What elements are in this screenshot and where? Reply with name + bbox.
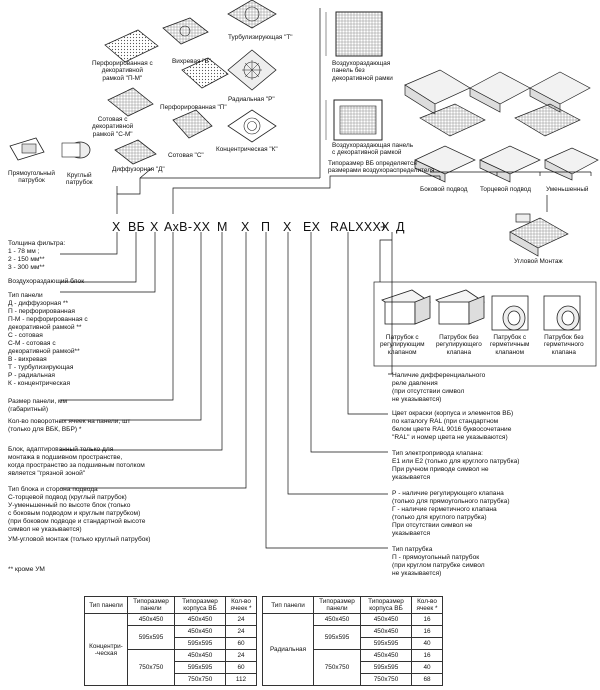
panel-perforated-frame-icon xyxy=(104,29,159,63)
note-except: ** кроме УМ xyxy=(8,566,45,573)
code-cells: ХХ xyxy=(193,220,211,234)
label-swirl: Вихревая "В" xyxy=(172,58,212,65)
pipe-no-valve-icon xyxy=(435,289,485,325)
table-row: 595х595 60 xyxy=(85,661,257,674)
table-row: 595х595 450х450 24 xyxy=(85,625,257,650)
code-filter: Х xyxy=(112,220,121,234)
th-body-size: Типоразмер корпуса ВБ xyxy=(174,596,226,614)
code-pressure: Д xyxy=(396,220,405,234)
cell-panel-type: Концентри- -ческая xyxy=(84,613,128,686)
code-valve: Х xyxy=(283,220,292,234)
panel-cellular-icon xyxy=(172,109,213,139)
note-color: Цвет окраски (корпуса и элементов ВБ)по … xyxy=(392,410,514,441)
th-cells: Кол-во ячеек * xyxy=(225,596,257,614)
panel-no-frame-icon xyxy=(325,11,383,57)
panel-cellular-frame-icon xyxy=(107,87,154,117)
label-radial: Радиальная "Р" xyxy=(228,96,275,103)
table-row: Радиальная 450х450 450х450 16 xyxy=(262,613,443,686)
table-row: Концентри- -ческая 450х450 450х450 24 xyxy=(84,613,257,686)
panel-diffuser-icon xyxy=(114,139,157,165)
label-reduced: Уменьшенный xyxy=(546,186,589,193)
table-row: 595х595 60 xyxy=(85,637,257,650)
pipe-reg-valve-icon xyxy=(381,289,431,325)
code-dirty: М xyxy=(217,220,228,234)
pipe-herm-valve-icon xyxy=(491,295,529,331)
code-color: RALХХХХ xyxy=(330,220,390,234)
panel-turbulizing-icon xyxy=(227,0,277,29)
code-block-type: Х xyxy=(241,220,250,234)
th-cells: Кол-во ячеек * xyxy=(411,596,443,614)
label-concentric: Концентрическая "К" xyxy=(216,146,278,153)
th-panel-type: Тип панели xyxy=(262,596,314,614)
label-side-feed: Боковой подвод xyxy=(420,186,468,193)
code-drive: ЕХ xyxy=(303,220,321,234)
note-filter: Толщина фильтра:1 - 78 мм ;2 - 150 мм**3… xyxy=(8,240,66,271)
table-concentric: Тип панели Типоразмер панели Типоразмер … xyxy=(84,596,257,686)
note-cells: Кол-во поворотных ячеек на панели, шт(то… xyxy=(8,418,131,433)
block-units-icon xyxy=(404,69,599,183)
panel-concentric-icon xyxy=(227,109,277,143)
code-block: ВБ xyxy=(128,220,146,234)
label-end-feed: Торцевой подвод xyxy=(480,186,531,193)
table-radial: Тип панели Типоразмер панели Типоразмер … xyxy=(262,596,443,686)
note-block: Воздухораздающий блок xyxy=(8,278,85,285)
panel-perforated-icon xyxy=(181,57,229,89)
pipe-no-herm-valve-icon xyxy=(543,295,581,331)
note-valve: Р - наличие регулирующего клапана(только… xyxy=(392,490,510,537)
panel-with-frame-icon xyxy=(325,99,383,141)
cell-panel-type: Радиальная xyxy=(262,613,314,686)
th-panel-size: Типоразмер панели xyxy=(313,596,361,614)
table-row: 750х750 112 xyxy=(85,673,257,686)
code-size: АхВ- xyxy=(164,220,193,234)
label-cellular: Сотовая "С" xyxy=(168,152,204,159)
note-panel-size: Размер панели, мм(габаритный) xyxy=(8,398,68,413)
label-corner: Угловой Монтаж xyxy=(514,258,563,265)
code-pipe-type: П xyxy=(261,220,271,234)
code-panel: Х xyxy=(150,220,159,234)
note-drive: Тип электропривода клапана:Е1 или Е2 (то… xyxy=(392,450,520,481)
table-row: 595х595 40 xyxy=(263,661,443,674)
label-turbulizing: Турбулизирующая "Т" xyxy=(228,34,293,41)
panel-radial-icon xyxy=(227,49,277,91)
label-diffuser: Диффузорная "Д" xyxy=(112,166,165,173)
rect-pipe-icon xyxy=(9,137,45,161)
th-panel-size: Типоразмер панели xyxy=(127,596,175,614)
th-body-size: Типоразмер корпуса ВБ xyxy=(360,596,412,614)
pipe-box xyxy=(373,281,597,367)
table-row: 595х595 450х450 16 xyxy=(263,625,443,650)
corner-mount-icon xyxy=(509,213,569,257)
th-panel-type: Тип панели xyxy=(84,596,128,614)
table-row: 750х750 68 xyxy=(263,673,443,686)
leader-lines xyxy=(60,8,592,549)
table-row: 750х750 450х450 24 xyxy=(85,649,257,686)
round-pipe-icon xyxy=(61,141,91,159)
label-perforated: Перфорированная "П" xyxy=(160,104,227,111)
panel-swirl-icon xyxy=(162,17,209,45)
code-plus: + xyxy=(380,220,388,234)
